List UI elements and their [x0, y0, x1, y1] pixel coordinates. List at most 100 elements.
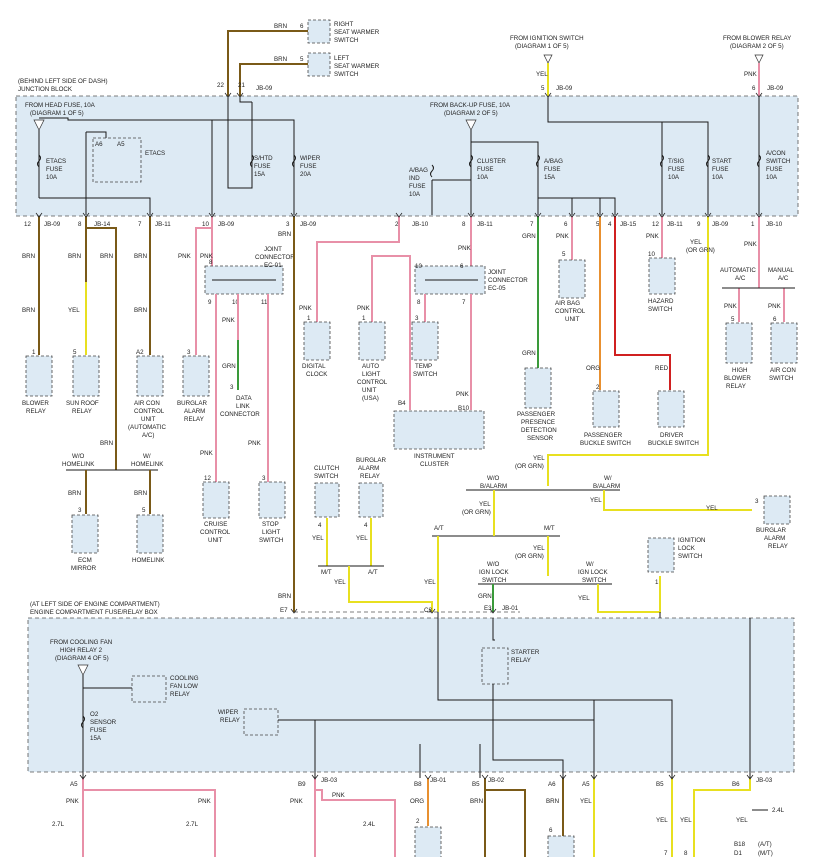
diagram-label: 9 — [208, 299, 212, 306]
connector-pin-icon — [755, 92, 763, 98]
diagram-label: SWITCH — [259, 537, 283, 544]
bottom-component-a6 — [547, 835, 575, 857]
wire-segment — [471, 141, 539, 215]
wire-yel-bottom-3 — [693, 778, 751, 857]
diagram-label: E7 — [280, 607, 288, 614]
diagram-label: HOMELINK — [132, 557, 165, 564]
wire-segment — [83, 789, 216, 857]
diagram-label: YEL — [580, 798, 592, 805]
diagram-label: FROM IGNITION SWITCH — [510, 35, 584, 42]
diagram-label: 15A — [544, 174, 556, 181]
wire-pnk-autolight — [371, 255, 411, 410]
wire-segment — [485, 789, 526, 857]
diagram-label: DETECTION — [521, 427, 557, 434]
diagram-label: B5 — [472, 781, 480, 788]
abag-fuse: A/BAG FUSE 15A — [536, 154, 563, 181]
air-con-switch: 6 AIR CON SWITCH — [769, 316, 798, 382]
diagram-label: YEL — [656, 817, 668, 824]
diagram-label: 3 — [286, 221, 290, 228]
diagram-label: DIGITAL — [302, 363, 326, 370]
diagram-label: LINK — [236, 403, 251, 410]
diagram-label: TEMP — [415, 363, 432, 370]
diagram-label: JOINT — [488, 269, 506, 276]
diagram-label: HOMELINK — [62, 461, 95, 468]
diagram-label: W/ — [586, 561, 594, 568]
diagram-label: YEL — [334, 579, 346, 586]
diagram-label: W/O — [487, 475, 500, 482]
diagram-label: FUSE — [668, 166, 685, 173]
diagram-label: CLUSTER — [477, 158, 506, 165]
diagram-label: FAN LOW — [170, 683, 198, 690]
diagram-label: BRN — [278, 593, 291, 600]
diagram-label: EC-01 — [264, 262, 282, 269]
diagram-label: W/O — [72, 453, 85, 460]
hazard-switch: 10 HAZARD SWITCH — [648, 251, 676, 313]
diagram-label: JB-01 — [502, 605, 519, 612]
diagram-label: CONTROL — [555, 308, 586, 315]
diagram-label: ALARM — [764, 535, 785, 542]
diagram-label: AIR BAG — [555, 300, 580, 307]
wire-segment — [239, 96, 252, 103]
diagram-label: YEL — [312, 535, 324, 542]
diagram-label: 3 — [262, 475, 266, 482]
diagram-label: A/C — [778, 275, 789, 282]
diagram-label: BRN — [134, 253, 147, 260]
diagram-label: BRN — [100, 253, 113, 260]
diagram-label: BUCKLE SWITCH — [648, 440, 699, 447]
diagram-label: PNK — [744, 241, 758, 248]
diagram-label: 22 — [217, 82, 224, 89]
diagram-label: A6 — [548, 781, 556, 788]
diagram-label: JB-11 — [155, 221, 171, 228]
diagram-label: DATA — [236, 395, 252, 402]
diagram-label: PNK — [768, 303, 782, 310]
diagram-label: AUTO — [362, 363, 379, 370]
diagram-label: BRN — [100, 440, 113, 447]
diagram-label: LEFT — [334, 55, 349, 62]
diagram-label: 2 — [596, 384, 600, 391]
diagram-label: YEL — [590, 497, 602, 504]
diagram-label: STARTER — [511, 649, 540, 656]
connector-pin-icon — [755, 212, 763, 218]
diagram-label: 2.7L — [52, 821, 65, 828]
diagram-label: ENGINE COMPARTMENT FUSE/RELAY BOX — [30, 609, 158, 616]
right-seat-warmer-switch: RIGHT SEAT WARMER SWITCH — [307, 19, 380, 44]
diagram-label: LIGHT — [262, 529, 280, 536]
diagram-label: 12 — [24, 221, 31, 228]
diagram-label: (USA) — [362, 395, 379, 402]
diagram-label: PRESENCE — [521, 419, 555, 426]
diagram-label: PNK — [299, 305, 313, 312]
diagram-label: SWITCH — [482, 577, 506, 584]
diagram-label: 3 — [415, 315, 419, 322]
diagram-label: JB-09 — [556, 85, 573, 92]
diagram-label: W/O — [487, 561, 500, 568]
diagram-label: 20A — [300, 171, 312, 178]
diagram-label: JB-09 — [44, 221, 61, 228]
connector-pin-icon — [236, 92, 244, 98]
diagram-label: YEL — [680, 817, 692, 824]
ecm-mirror: 3 ECM MIRROR — [71, 507, 99, 572]
wire-brn-left-seat — [239, 63, 308, 96]
joint-connector-ec05: JOINT CONNECTOR EC-05 10 6 8 7 — [414, 263, 528, 306]
burglar-alarm-relay-1: 3 BURGLAR ALARM RELAY — [177, 349, 210, 423]
diagram-label: PNK — [332, 792, 346, 799]
diagram-label: CONTROL — [357, 379, 388, 386]
diagram-label: YEL — [690, 239, 702, 246]
diagram-label: CRUISE — [204, 521, 227, 528]
diagram-label: MANUAL — [768, 267, 794, 274]
connector-pin-icon — [544, 92, 552, 98]
diagram-label: FUSE — [766, 166, 783, 173]
air-bag-control-unit: 5 AIR BAG CONTROL UNIT — [555, 251, 586, 323]
diagram-label: CONNECTOR — [488, 277, 528, 284]
etacs-module: ETACS A6 A5 — [92, 137, 165, 183]
diagram-label: COOLING — [170, 675, 199, 682]
diagram-label: BRN — [470, 798, 483, 805]
diagram-label: C3 — [424, 607, 432, 614]
diagram-label: STOP — [262, 521, 279, 528]
diagram-label: 9 — [697, 221, 701, 228]
connector-pin-icon — [668, 774, 676, 780]
diagram-label: 10A — [766, 174, 778, 181]
diagram-label: 10 — [202, 221, 209, 228]
diagram-label: B5 — [656, 781, 664, 788]
diagram-label: RELAY — [726, 383, 746, 390]
diagram-label: FROM BLOWER RELAY — [723, 35, 791, 42]
